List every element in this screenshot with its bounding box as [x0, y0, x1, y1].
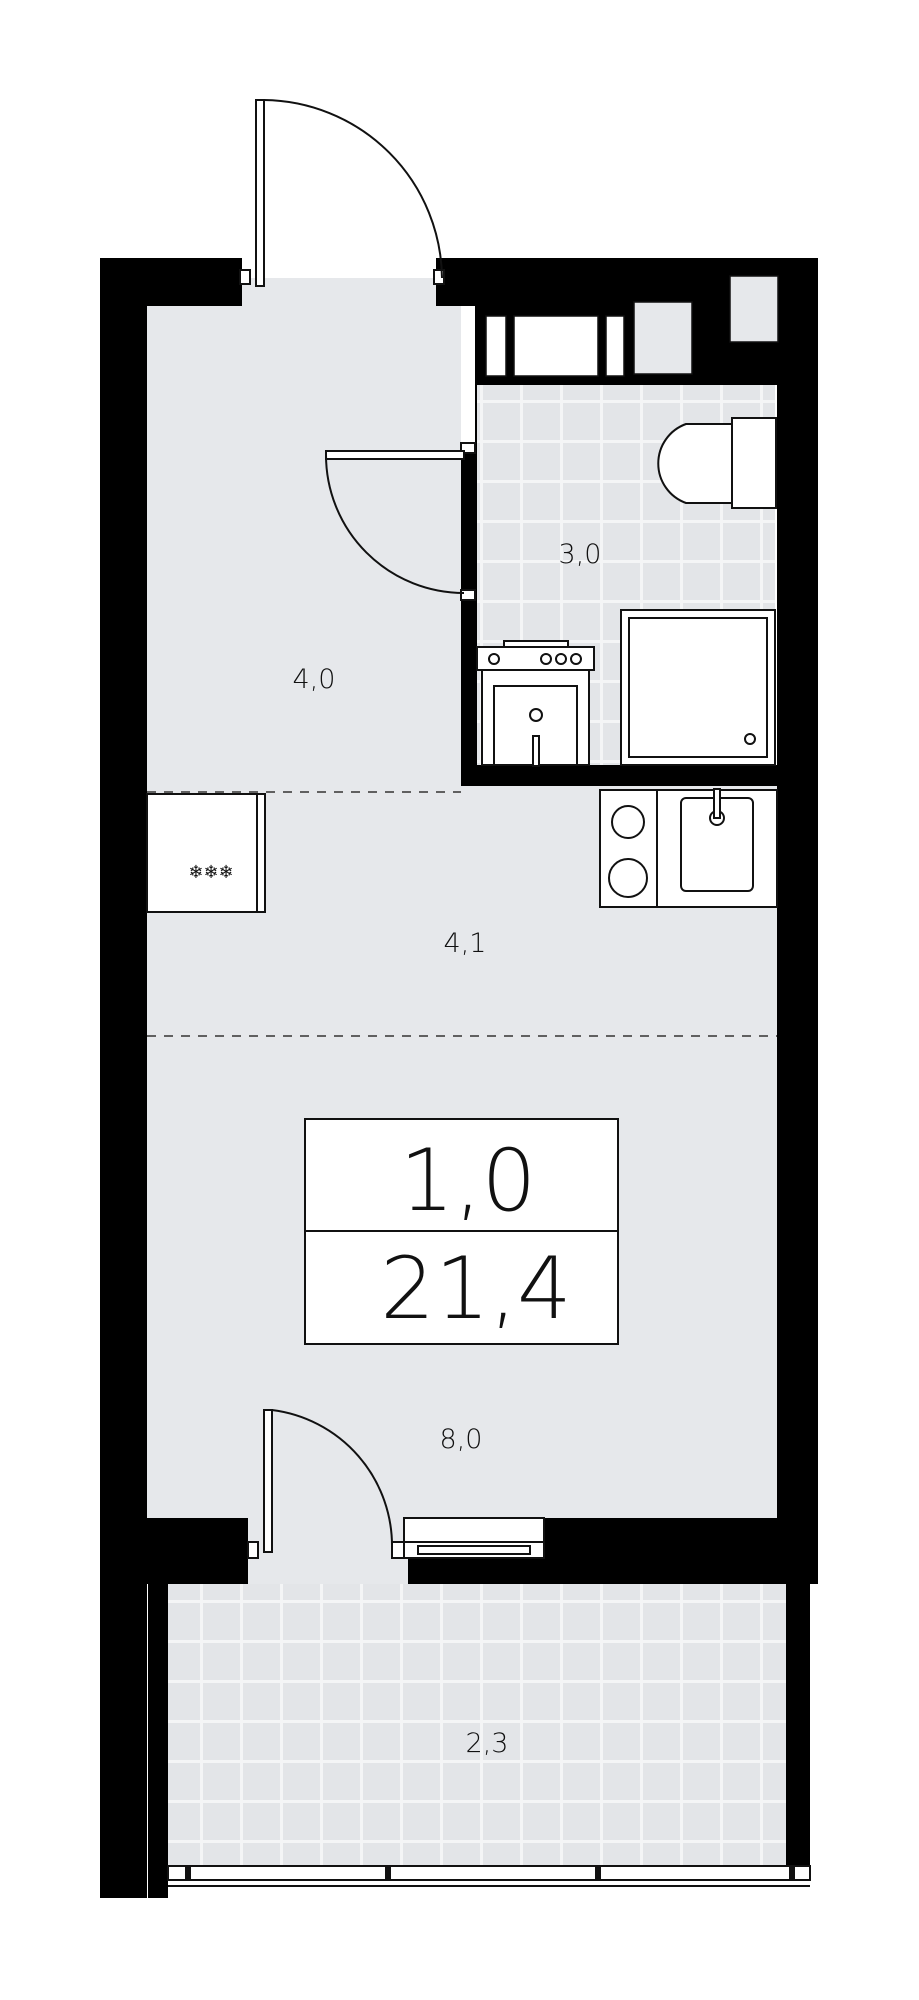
bathroom-door-icon — [325, 442, 476, 601]
washbasin-icon — [476, 640, 595, 767]
toilet-icon — [657, 417, 777, 509]
balcony-window-icon — [403, 1517, 545, 1559]
summary-box: 1,0 21,4 — [304, 1118, 619, 1345]
entry-threshold — [242, 278, 436, 308]
shower-icon — [620, 609, 776, 766]
hallway-floor — [147, 306, 461, 786]
svg-text:❄❄❄: ❄❄❄ — [188, 862, 233, 883]
ventilation-shafts — [485, 275, 779, 377]
bathroom-area-label: 3,0 — [559, 539, 602, 570]
entrance-door-icon — [239, 99, 445, 287]
balcony-floor — [168, 1584, 786, 1866]
kitchen-area-label: 4,1 — [444, 928, 487, 959]
living-area-label: 8,0 — [440, 1424, 483, 1455]
zone-dividers — [147, 791, 777, 1037]
rooms-count-label: 1,0 — [400, 1131, 537, 1231]
wardrobe-icon: ❄❄❄ — [146, 793, 266, 913]
hallway-area-label: 4,0 — [293, 664, 336, 695]
total-area-label: 21,4 — [380, 1239, 571, 1339]
kitchen-sink-icon — [656, 788, 778, 908]
balcony-railing — [167, 1865, 811, 1887]
balcony-door-threshold — [248, 1518, 408, 1584]
stove-icon — [599, 789, 658, 908]
balcony-area-label: 2,3 — [466, 1728, 509, 1759]
